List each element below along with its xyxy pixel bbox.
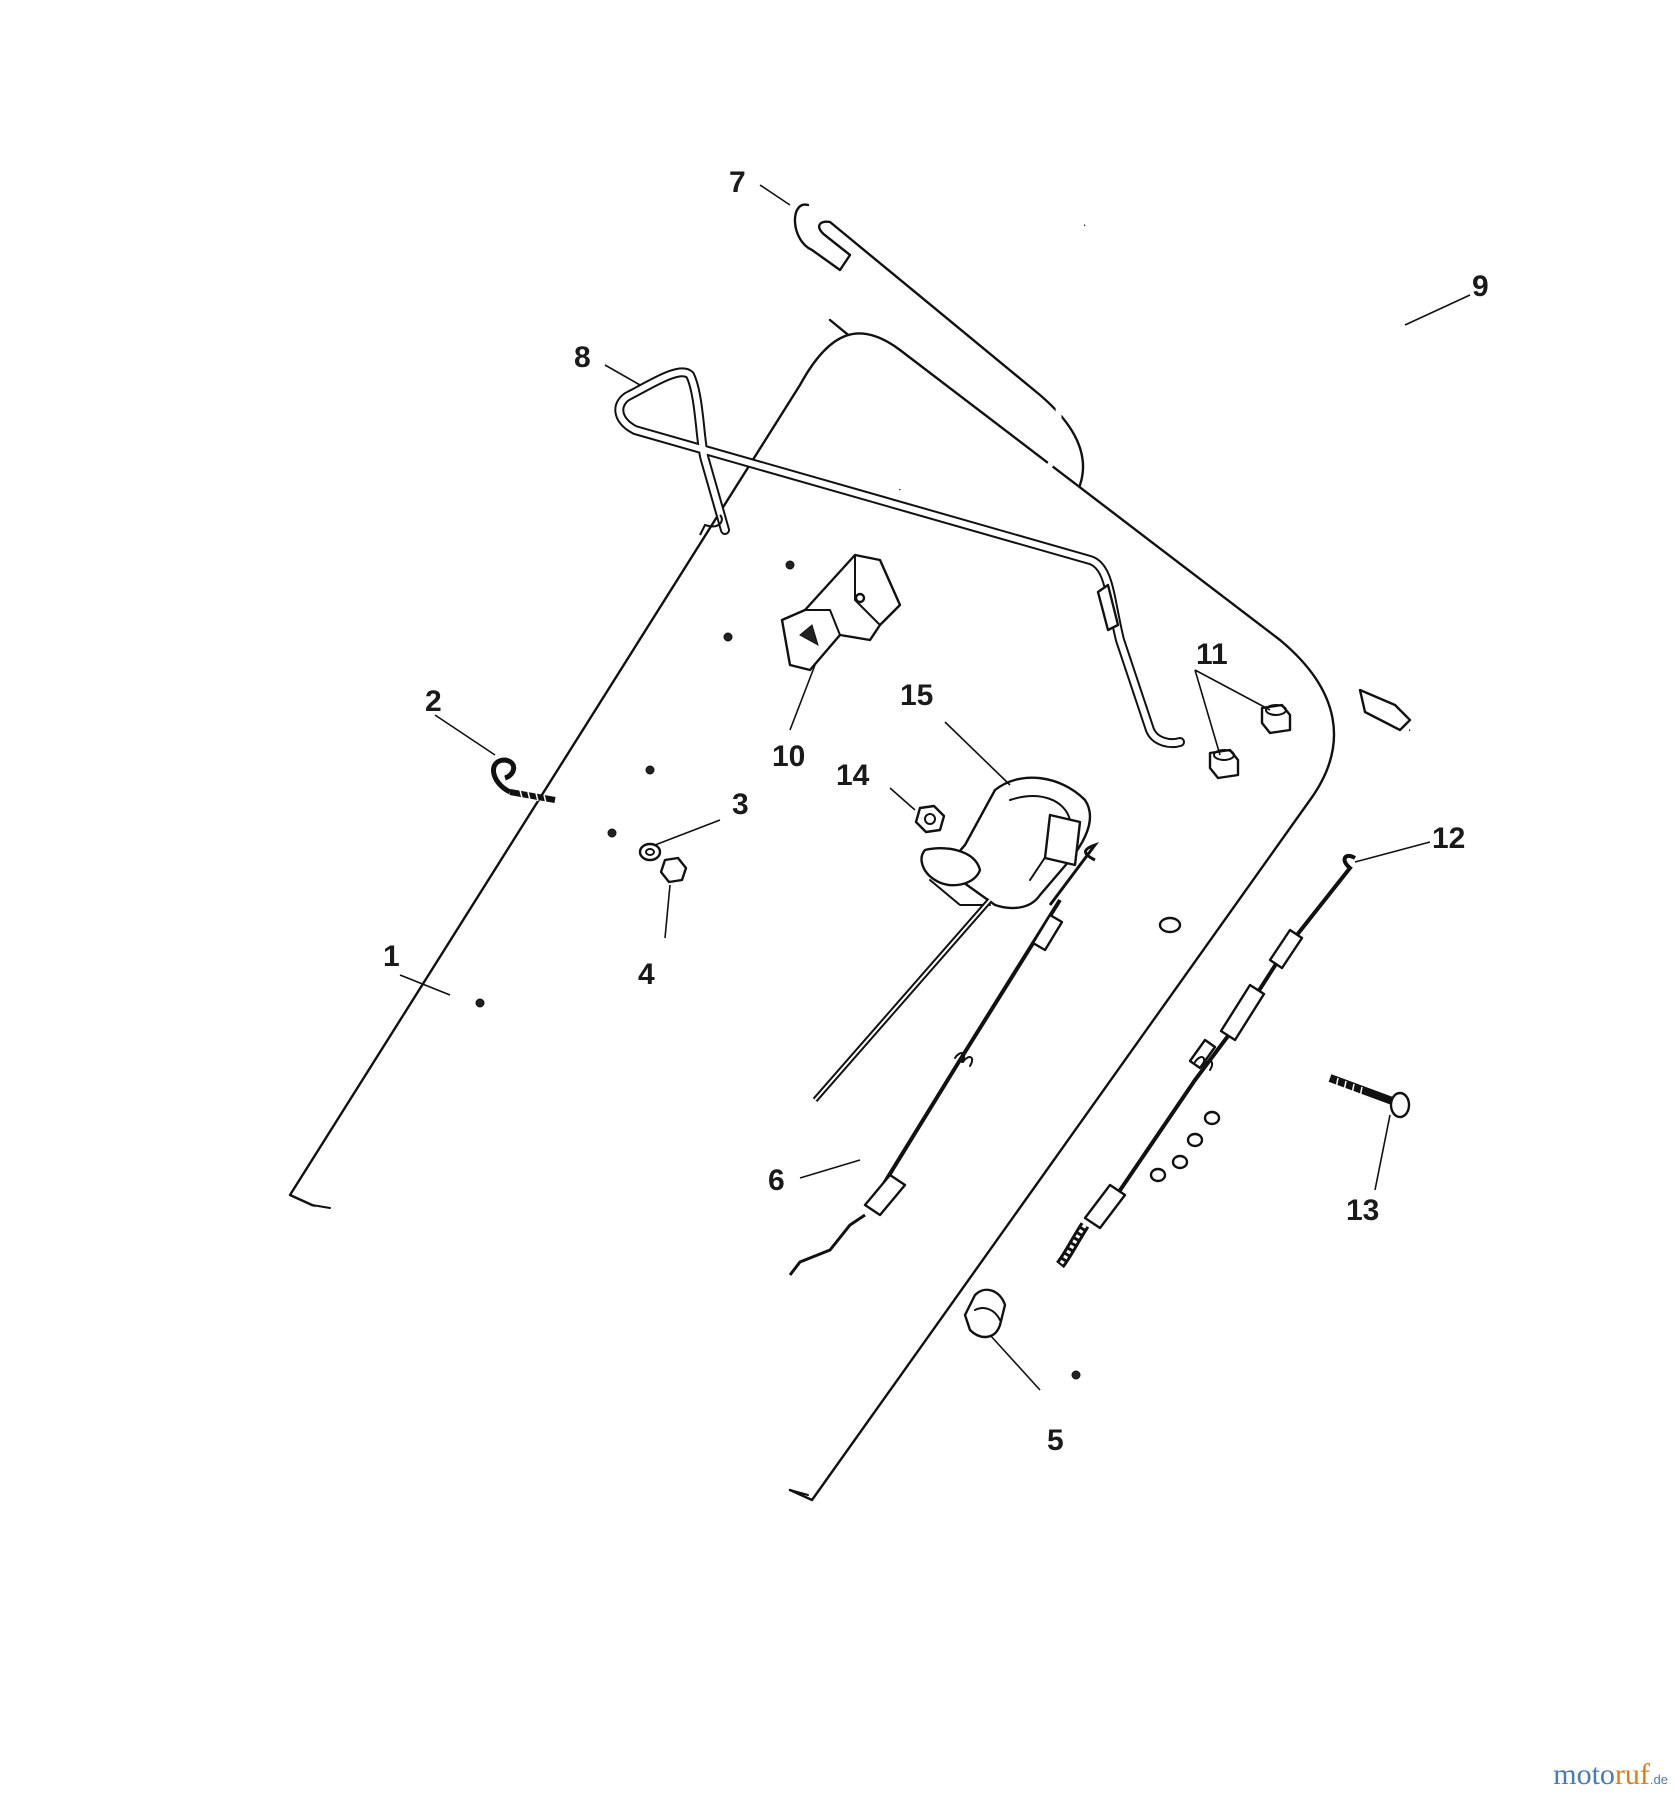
nut-14 — [914, 804, 946, 834]
callout-9: 9 — [1472, 270, 1489, 303]
cable-guide-bracket — [780, 553, 902, 672]
drive-bail — [897, 211, 1434, 733]
callout-4: 4 — [638, 958, 655, 991]
logo-part-1: moto — [1553, 1758, 1615, 1791]
callout-1: 1 — [383, 940, 400, 973]
callout-5: 5 — [1047, 1424, 1064, 1457]
hook-bolt — [491, 757, 556, 804]
brake-bail — [614, 367, 1185, 749]
callout-7: 7 — [729, 166, 746, 199]
throttle-lever — [920, 776, 1092, 910]
leader-lines — [399, 184, 1471, 1391]
callout-11: 11 — [1196, 638, 1228, 671]
callout-3: 3 — [732, 788, 749, 821]
logo-suffix: .de — [1649, 1772, 1668, 1787]
washer-3 — [638, 842, 662, 862]
callout-13: 13 — [1346, 1194, 1380, 1227]
drive-cable — [1056, 853, 1357, 1269]
logo-part-2: ruf — [1614, 1758, 1650, 1791]
frame-bolt-hole — [1158, 916, 1182, 934]
callout-2: 2 — [425, 685, 442, 718]
lower-handle-frame — [288, 332, 1336, 1502]
bushings-11 — [1208, 703, 1292, 780]
site-logo: motoruf.de — [1553, 1758, 1668, 1792]
callout-6: 6 — [768, 1164, 785, 1197]
callout-14: 14 — [836, 759, 870, 792]
cable-clip — [963, 1288, 1007, 1339]
throttle-cable — [788, 842, 1100, 1276]
callout-10: 10 — [772, 740, 806, 773]
callout-8: 8 — [574, 341, 591, 374]
cable-washers — [1149, 1110, 1221, 1183]
nut-4 — [659, 856, 688, 884]
screw-13 — [1328, 1074, 1411, 1119]
callout-12: 12 — [1432, 822, 1466, 855]
callout-15: 15 — [900, 679, 934, 712]
